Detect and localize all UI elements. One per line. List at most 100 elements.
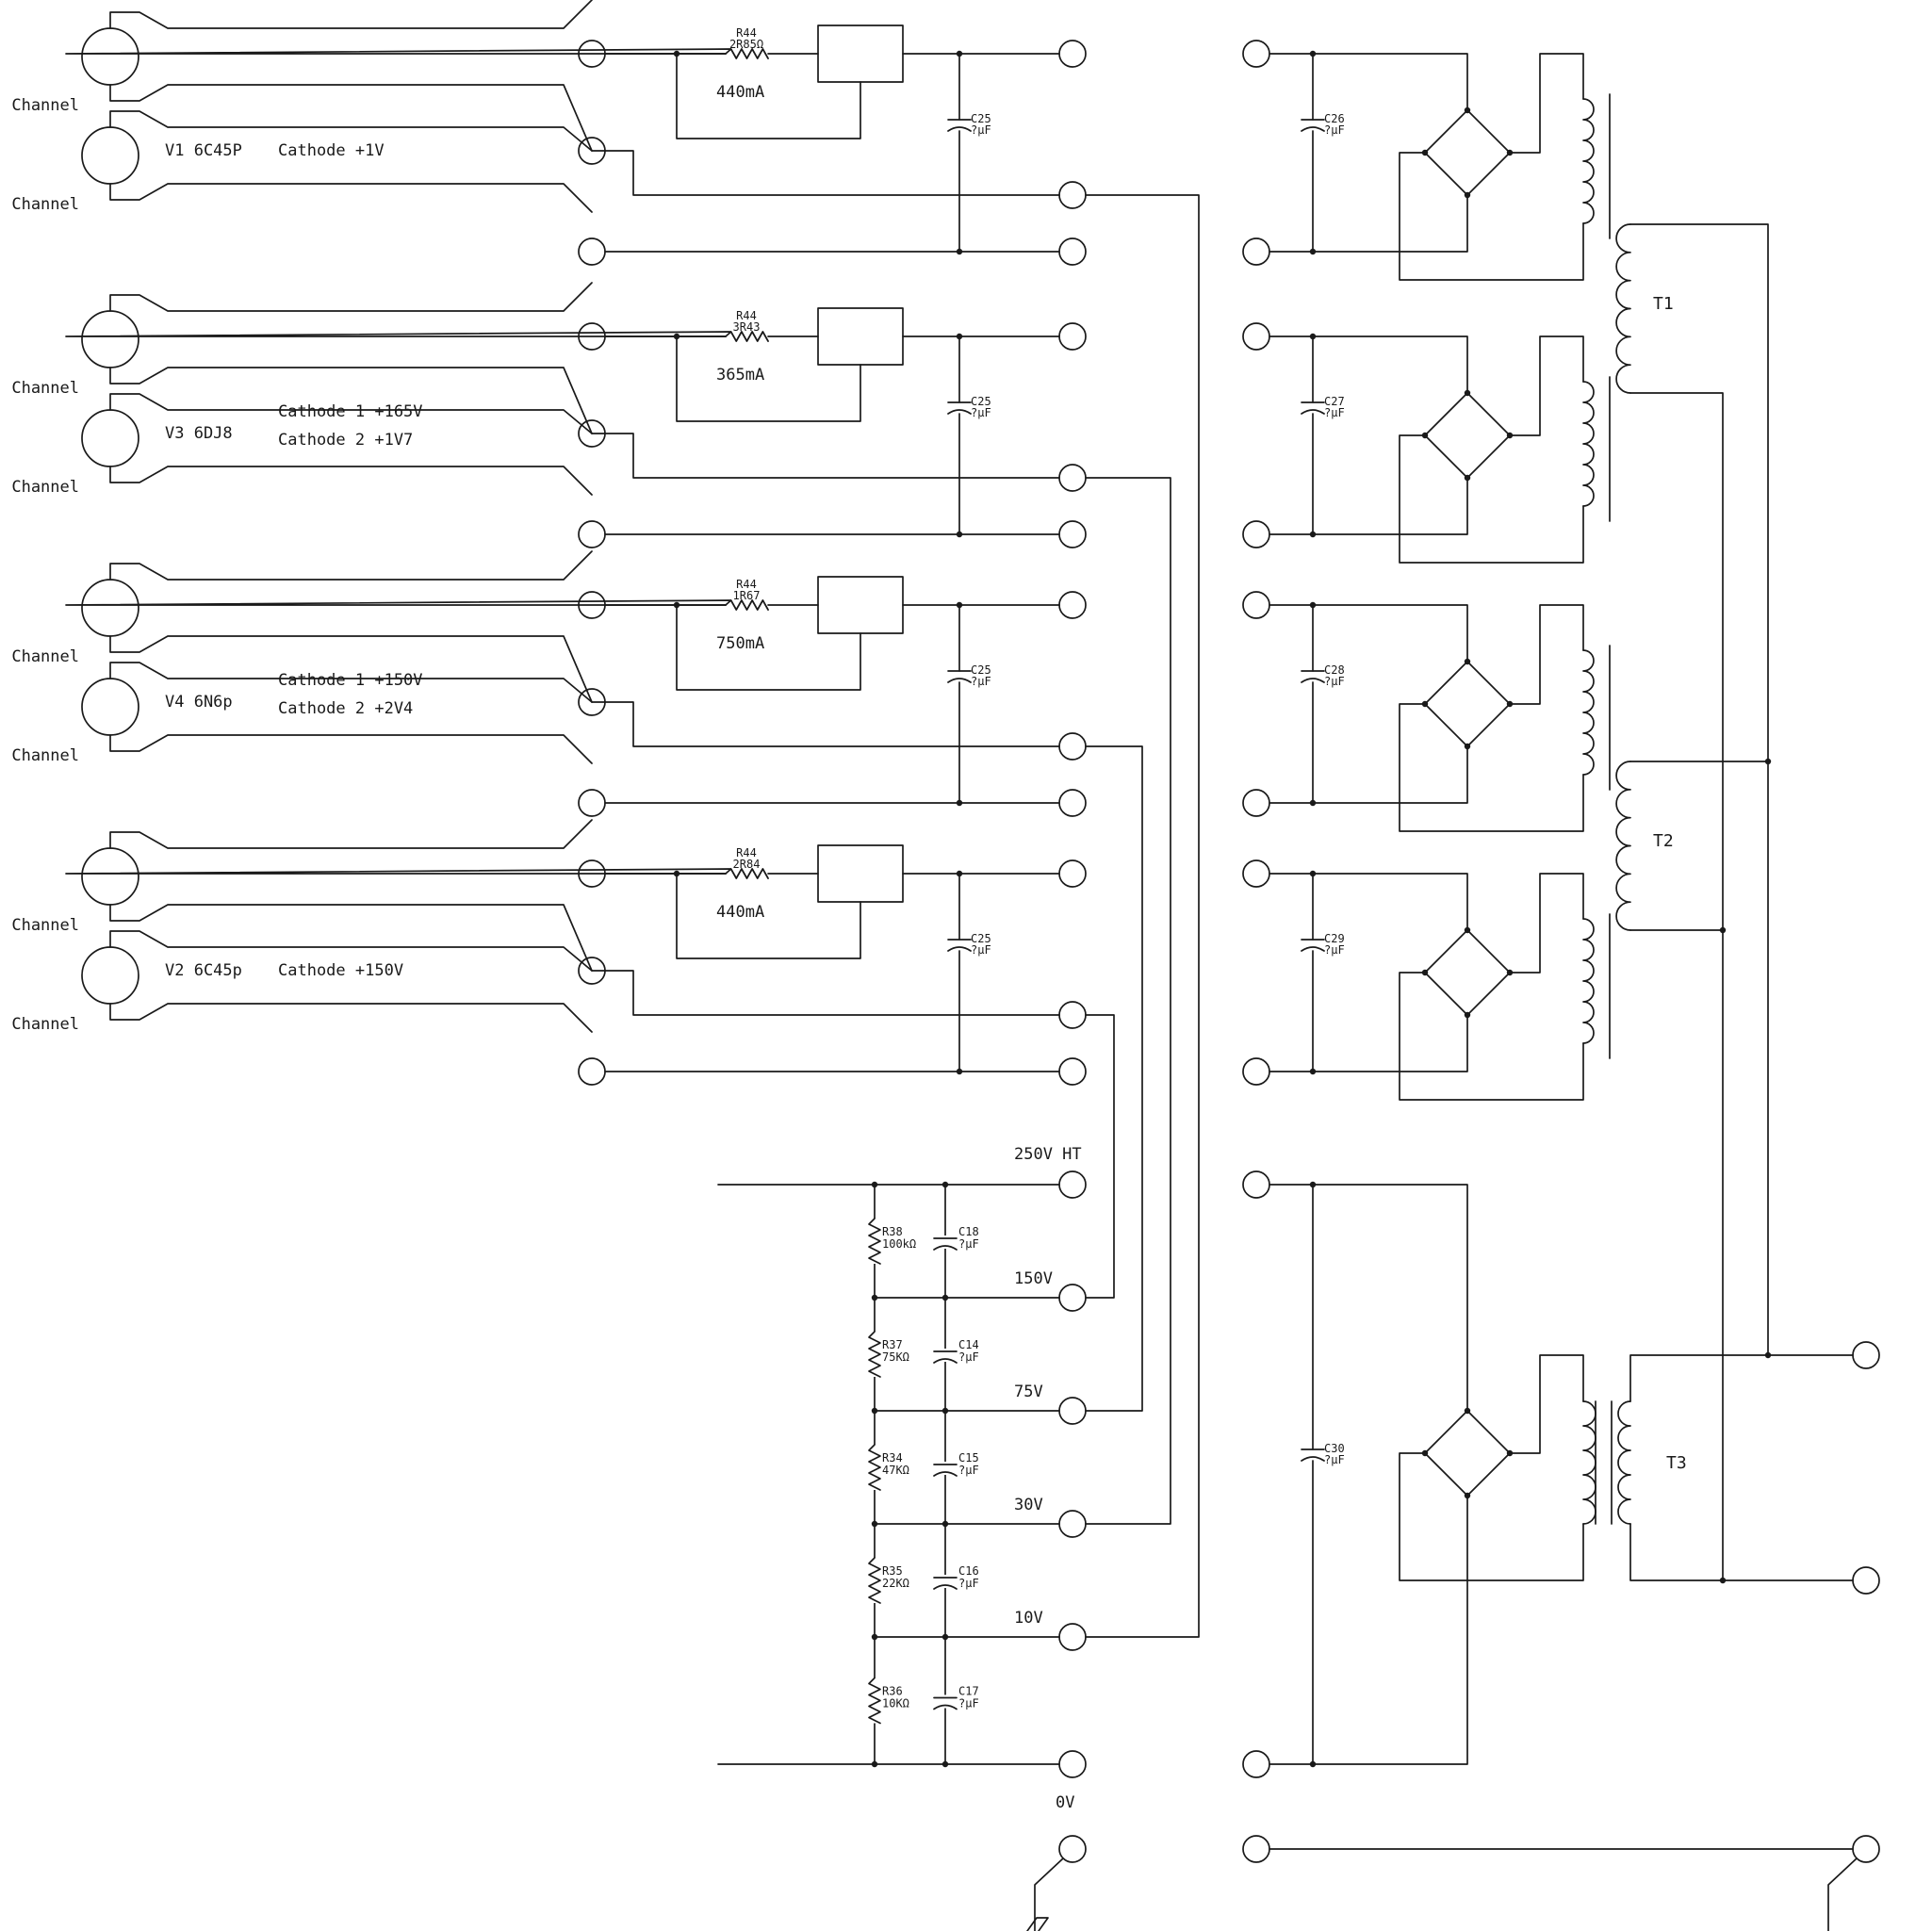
resistor [868,1218,881,1265]
junction-dot [1464,106,1471,114]
capacitor-value: ?μF [1324,1453,1345,1466]
terminal [1242,322,1270,351]
valve-heater-right [81,126,139,185]
wire [676,53,861,139]
junction-dot [1719,926,1727,934]
cap-gap [933,1694,958,1709]
resistor-ref: R44 [736,26,757,40]
tube-name: V1 6C45P [165,141,242,160]
wire [591,433,1060,479]
terminal [1058,1397,1087,1425]
wire [1269,1184,1468,1412]
capacitor-plate [1301,409,1325,415]
wire [109,1003,593,1033]
valve-heater-left [81,310,139,368]
terminal [1058,322,1087,351]
junction-dot [673,50,680,57]
wire [1399,972,1584,1101]
resistor-ref: R44 [736,578,757,591]
resistor-gap [867,1445,882,1490]
terminal [578,789,606,817]
capacitor-value: ?μF [1324,406,1345,419]
cathode-voltage: Cathode 1 +165V [278,402,423,421]
wire [1085,745,1143,1412]
current-rating: 365mA [716,366,764,385]
terminal [1058,464,1087,492]
capacitor-ref: C14 [958,1338,979,1351]
wire [109,0,593,29]
resistor [725,868,769,879]
wire [109,393,593,434]
terminal [1242,1057,1270,1086]
terminal [578,237,606,266]
valve-heater-left [81,579,139,637]
bridge-rectifier [1424,109,1511,196]
wire [1509,53,1584,154]
valve-heater-right [81,946,139,1005]
wire [1269,1014,1468,1072]
junction-dot [1464,389,1471,397]
bridge-rectifier [1424,1410,1511,1497]
capacitor-plate [1301,946,1325,952]
resistor-ref: R44 [736,309,757,322]
capacitor-plate [933,1358,958,1364]
tap-label: 30V [1014,1496,1043,1514]
terminal [1242,859,1270,888]
wire [1629,1523,1724,1581]
transformer-winding [1617,1400,1631,1525]
capacitor-ref: C25 [971,112,991,125]
cathode-voltage: Cathode +1V [278,141,385,160]
valve-heater-right [81,678,139,736]
cathode-voltage: Cathode 1 +150V [278,671,423,690]
wire [109,662,593,703]
capacitor-plate [933,1471,958,1477]
resistor-ref: R38 [882,1225,903,1238]
capacitor-value: ?μF [971,943,991,957]
resistor-gap [867,1332,882,1377]
terminal [1058,789,1087,817]
wire [109,84,593,152]
wire [1085,477,1171,1525]
capacitor-plate [933,1245,958,1251]
capacitor-ref: C25 [971,395,991,408]
resistor-value: 2R85Ω [729,38,763,51]
resistor-ref: R44 [736,846,757,859]
current-rating: 440mA [716,83,764,102]
resistor [868,1331,881,1378]
cap-gap [933,1349,958,1362]
wire [591,701,1060,747]
valve-heater-left [81,27,139,86]
channel-label: Channel [11,746,79,765]
wire [109,819,593,849]
capacitor-ref: C29 [1324,932,1345,945]
resistor-value: 75KΩ [882,1350,909,1364]
transformer-winding [1615,223,1631,394]
terminal [1242,520,1270,548]
channel-label: Channel [11,1015,79,1034]
resistor-value: 22KΩ [882,1577,909,1590]
channel-label: Channel [11,195,79,214]
capacitor-plate [947,946,972,952]
capacitor-ref: C17 [958,1685,979,1698]
tap-label: 150V [1014,1269,1053,1288]
cathode-voltage: Cathode +150V [278,961,403,980]
valve-heater-left [81,847,139,906]
regulator-box [817,844,904,903]
junction-dot [673,601,680,609]
wire [1269,1495,1468,1765]
bridge-rectifier [1424,392,1511,479]
transformer-winding [1582,649,1595,776]
capacitor-value: ?μF [958,1464,979,1477]
current-rating: 750mA [716,634,764,653]
wire [1629,223,1769,1356]
capacitor-ref: C27 [1324,395,1345,408]
resistor-gap [867,1558,882,1603]
transformer-label: T2 [1653,831,1674,851]
wire [1399,1452,1584,1581]
junction-dot [941,1181,949,1188]
tube-name: V4 6N6p [165,693,233,712]
capacitor-plate [1301,1456,1325,1462]
capacitor-ref: C18 [958,1225,979,1238]
capacitor-value: ?μF [958,1697,979,1710]
earth-lead [1034,1857,1064,1931]
